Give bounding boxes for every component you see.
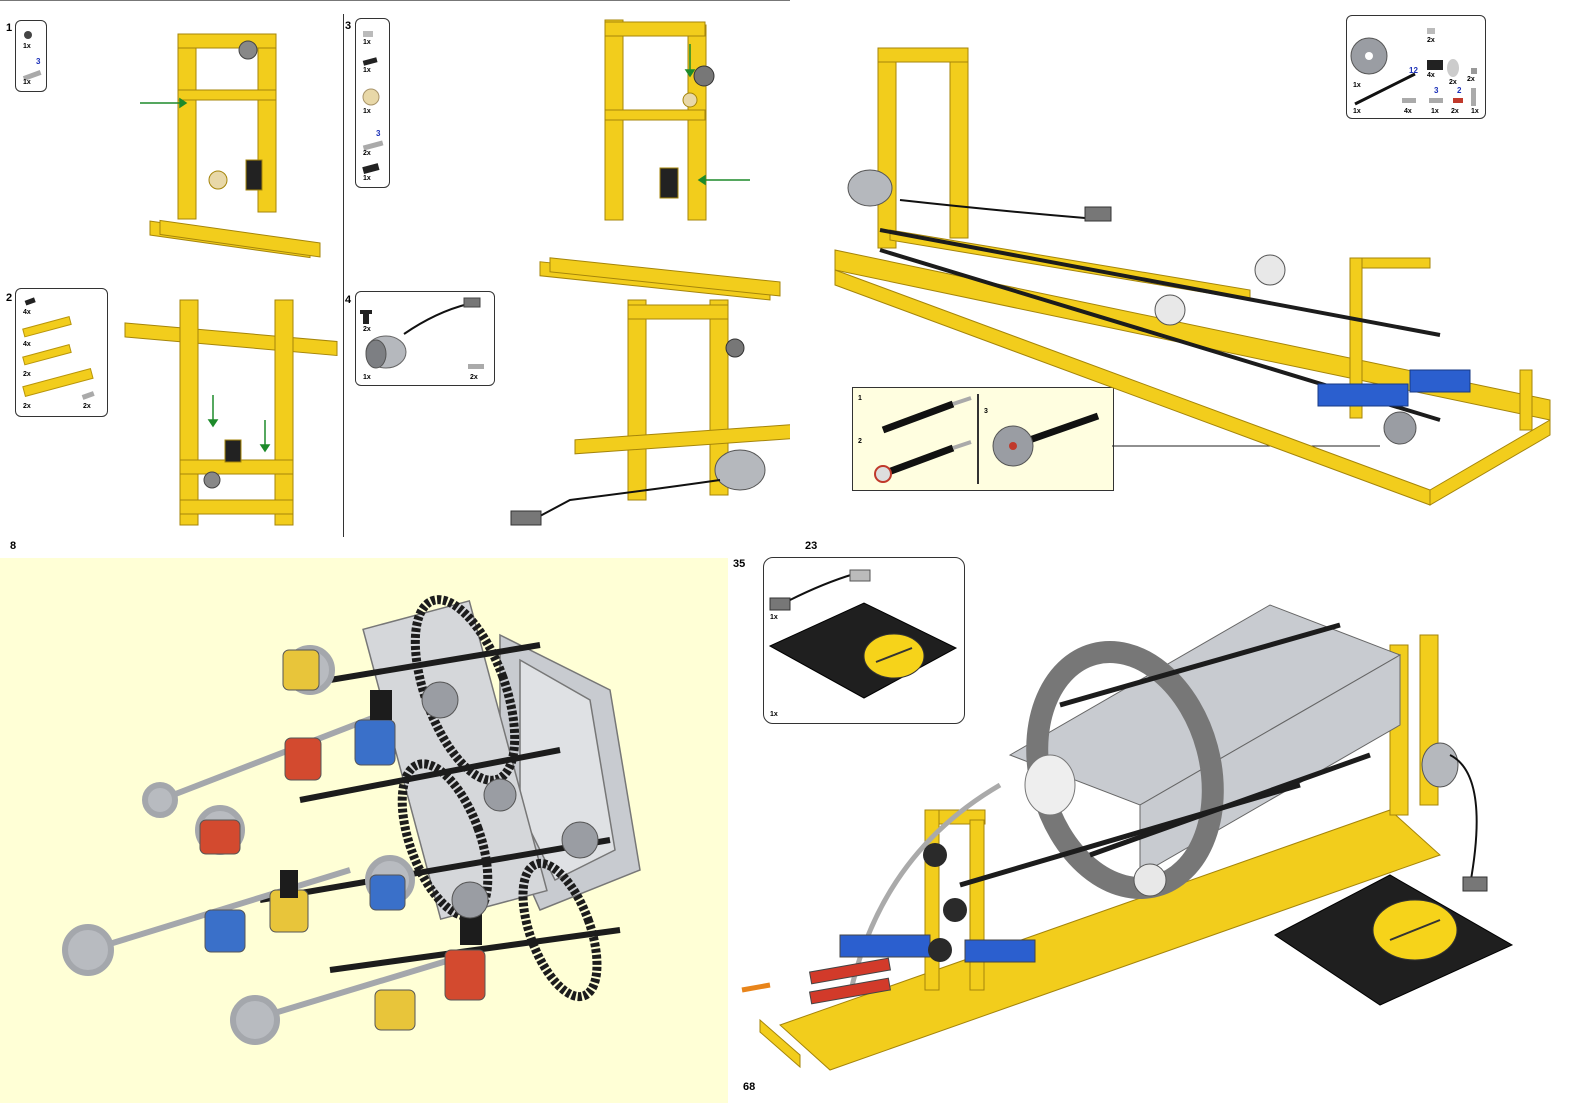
page-number: 23 [805, 540, 818, 552]
step-number: 1 [6, 22, 13, 34]
part-length: 3 [36, 57, 41, 66]
bush-icon [1447, 59, 1459, 77]
plug-icon [769, 597, 791, 611]
part-length: 12 [1409, 66, 1418, 75]
part-qty: 2x [1449, 79, 1457, 86]
parts-icons [22, 297, 95, 400]
part-qty: 1x [363, 67, 371, 74]
plug-icon [849, 569, 871, 582]
parts-callout: 1x 3 1x [15, 20, 47, 92]
axle-pin-icon [362, 57, 378, 66]
axle-icon [1453, 98, 1463, 103]
direction-arrows [140, 44, 750, 453]
part-qty: 1x [363, 108, 371, 115]
part-length: 2 [1457, 86, 1462, 95]
pin-icon [468, 364, 484, 369]
part-qty: 4x [23, 341, 31, 348]
plate-icon [22, 344, 72, 366]
part-qty: 2x [1427, 37, 1435, 44]
parts-callout: 4x 4x 2x 2x 2x [15, 288, 108, 417]
model-step-2 [124, 299, 338, 526]
parts-icons [360, 297, 484, 369]
parts-callout: 2x 1x 2x [355, 291, 495, 386]
page-number: 68 [743, 1081, 756, 1093]
part-qty: 1x [770, 614, 778, 621]
part-qty: 2x [363, 326, 371, 333]
motor-cable-icon [403, 303, 469, 335]
substep-callout: 1 2 3 [852, 387, 1114, 491]
pin-icon [81, 391, 95, 400]
pin-icon [1471, 88, 1476, 106]
part-length: 3 [1434, 86, 1439, 95]
plate-icon [22, 316, 72, 338]
page-background [0, 558, 728, 1103]
page-8: 8 [0, 540, 730, 1103]
part-qty: 1x [363, 175, 371, 182]
page-number: 8 [10, 540, 17, 552]
part-qty: 2x [83, 403, 91, 410]
step-models [124, 19, 790, 526]
parts-callout: 1x 1x [763, 557, 965, 724]
parts-icons [1350, 28, 1477, 106]
plug-icon [463, 297, 481, 308]
axle-icon [1429, 98, 1443, 103]
beam-icon [22, 367, 94, 397]
part-qty: 1x [770, 711, 778, 718]
battery-box-icon [768, 602, 958, 699]
page-23: 23 1x 2x 4x 2x 2x 12 1x 4x 3 1x 2 2x 1x … [790, 0, 1582, 555]
substep-parts [874, 396, 1100, 483]
parts-icons [362, 31, 384, 174]
parts-icons [22, 31, 42, 81]
connector-icon [1427, 60, 1443, 70]
part-qty: 2x [23, 403, 31, 410]
pin-icon [363, 310, 369, 324]
axle-icon [881, 400, 955, 434]
part-length: 3 [376, 129, 381, 138]
part-qty: 2x [363, 150, 371, 157]
part-qty: 2x [1467, 76, 1475, 83]
part-qty: 4x [1404, 108, 1412, 115]
step-number: 4 [345, 294, 352, 306]
axle-icon [1354, 72, 1416, 106]
pin-icon [363, 31, 373, 37]
step-number: 2 [6, 292, 13, 304]
cable-icon [789, 573, 855, 601]
model-step-1 [149, 33, 321, 259]
bush-icon [24, 31, 32, 39]
parts-callout: 1x 1x 1x 3 2x 1x [355, 18, 390, 188]
column-divider [343, 14, 344, 537]
axle-icon [362, 140, 384, 151]
page-68: 35 68 1x 1x [730, 555, 1582, 1103]
part-qty: 1x [1353, 82, 1361, 89]
part-qty: 1x [363, 39, 371, 46]
part-qty: 2x [470, 374, 478, 381]
part-qty: 4x [23, 309, 31, 316]
model-step-4 [510, 299, 790, 526]
axle-icon [22, 70, 42, 81]
part-qty: 1x [23, 43, 31, 50]
model-step-3 [539, 19, 781, 301]
part-qty: 1x [1353, 108, 1361, 115]
pin-icon [1402, 98, 1416, 103]
page-top-rule [0, 0, 790, 1]
part-qty: 1x [1431, 108, 1439, 115]
parts-callout: 1x 2x 4x 2x 2x 12 1x 4x 3 1x 2 2x 1x [1346, 15, 1486, 119]
pin-icon [1471, 68, 1477, 74]
part-qty: 4x [1427, 72, 1435, 79]
part-qty: 2x [1451, 108, 1459, 115]
connector-icon [362, 163, 380, 174]
pin-icon [1427, 28, 1435, 34]
pin-icon [24, 297, 36, 306]
page-11: 1 1x 3 1x 2 4x 4x 2x 2x 2x 3 [0, 0, 790, 540]
gear-icon [362, 88, 380, 106]
part-qty: 1x [363, 374, 371, 381]
parts-icons [768, 569, 958, 699]
step-number: 35 [733, 558, 746, 570]
part-qty: 1x [23, 79, 31, 86]
part-qty: 2x [23, 371, 31, 378]
step-number: 3 [345, 20, 352, 32]
axle-icon [881, 444, 955, 478]
part-qty: 1x [1471, 108, 1479, 115]
pin-head-icon [360, 310, 372, 314]
